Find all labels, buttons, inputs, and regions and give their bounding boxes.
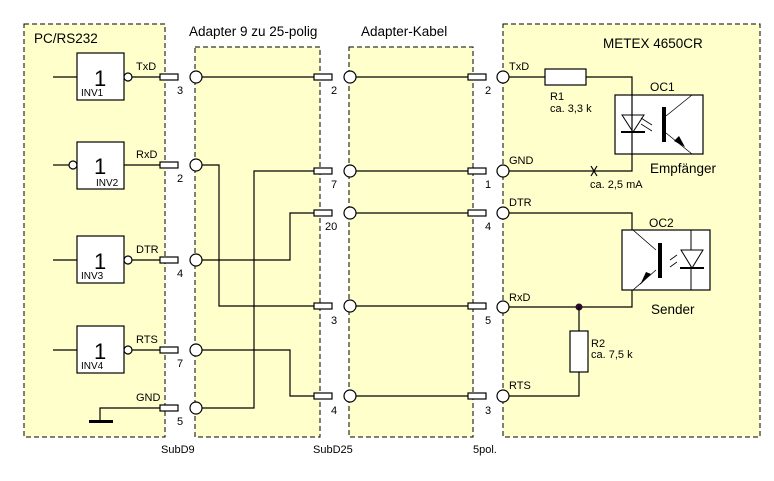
svg-text:7: 7 [177,358,183,370]
svg-text:4: 4 [177,268,183,280]
resistor-r2 [569,330,589,373]
subd25-pins: 2 7 20 3 4 [313,73,337,417]
meter-signal-dtr: DTR [509,197,532,209]
svg-text:INV1: INV1 [81,88,104,99]
r2-name: R2 [591,338,605,350]
pc-title: PC/RS232 [34,31,98,46]
svg-text:3: 3 [485,405,491,417]
svg-text:7: 7 [331,179,337,191]
adapter-9-25-title: Adapter 9 zu 25-polig [189,24,317,39]
signal-txd: TxD [136,61,156,73]
meter-signal-rts: RTS [509,380,531,392]
svg-text:INV4: INV4 [81,361,104,372]
gate-inv1: 1 INV1 TxD [53,52,160,101]
metex-title: METEX 4650CR [603,36,703,51]
svg-text:INV2: INV2 [96,178,119,189]
subd9-label: SubD9 [161,444,195,456]
svg-text:4: 4 [331,405,337,417]
svg-text:1: 1 [94,66,106,91]
signal-rts: RTS [136,334,158,346]
gate-inv4: 1 INV4 RTS [53,325,160,374]
svg-text:4: 4 [485,221,491,233]
svg-text:2: 2 [177,173,183,185]
oc2-role: Sender [651,302,695,317]
resistor-r1 [544,68,587,86]
adapter-cable-title: Adapter-Kabel [361,24,447,39]
r2-value: ca. 7,5 k [591,349,633,361]
gate-inv2: 1 INV2 RxD [53,141,160,190]
oc1-name: OC1 [650,80,675,94]
svg-text:1: 1 [94,154,106,179]
gate-inv3: 1 INV3 DTR [53,235,160,284]
svg-text:5: 5 [485,315,491,327]
current-value: ca. 2,5 mA [590,179,643,191]
oc1-role: Empfänger [650,161,717,176]
svg-text:1: 1 [485,179,491,191]
signal-dtr: DTR [136,244,159,256]
svg-text:1: 1 [94,339,106,364]
svg-text:3: 3 [331,315,337,327]
svg-text:1: 1 [94,249,106,274]
adapter-cable-wiring [343,70,468,403]
subd25-label: SubD25 [313,444,353,456]
pol5-label: 5pol. [473,444,497,456]
meter-signal-rxd: RxD [509,292,530,304]
adapter-9-25-wiring [189,70,314,415]
metex-circuit [496,68,711,403]
adapter-cable-box [348,46,474,438]
pol5-pins: 2 1 4 5 3 [467,73,491,417]
svg-text:3: 3 [177,85,183,97]
r1-value: ca. 3,3 k [550,103,592,115]
svg-text:2: 2 [331,85,337,97]
oc2-name: OC2 [649,216,674,230]
ground-icon [89,420,113,423]
signal-rxd: RxD [136,149,157,161]
svg-text:INV3: INV3 [81,271,104,282]
svg-text:20: 20 [325,221,337,233]
svg-text:5: 5 [177,416,183,428]
subd9-pins: 3 2 4 7 5 [159,73,183,428]
meter-signal-gnd: GND [509,155,534,167]
meter-signal-txd: TxD [509,61,529,73]
svg-text:2: 2 [485,85,491,97]
adapter-9-25-box [194,46,321,438]
r1-name: R1 [550,91,564,103]
pc-ground: GND [89,392,161,423]
signal-gnd: GND [136,392,161,404]
